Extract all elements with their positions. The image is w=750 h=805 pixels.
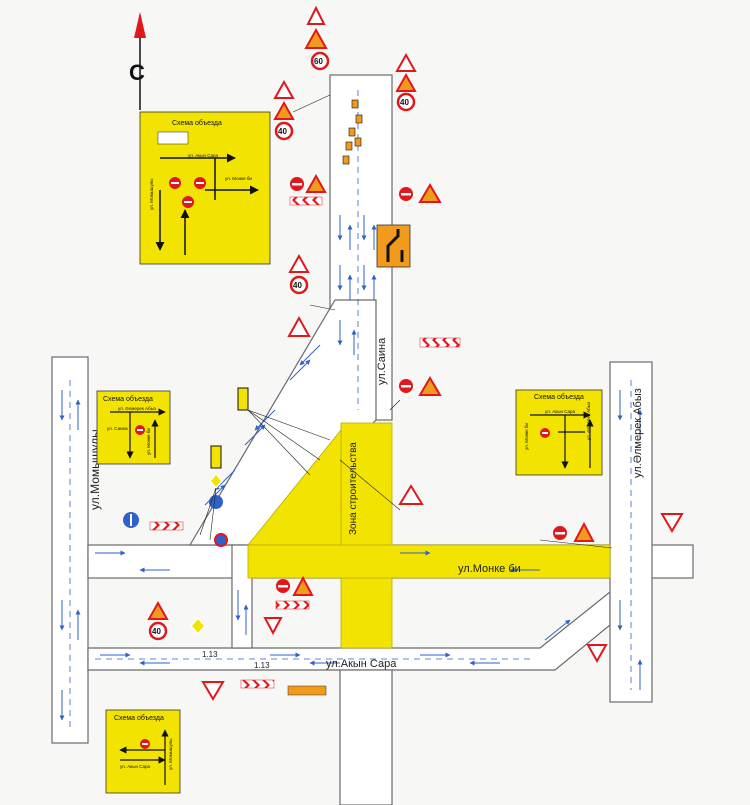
lane-markings	[69, 90, 632, 730]
speed-limit-sign-icon: 40	[274, 121, 294, 141]
inset-street: ул. Акын Сара	[120, 764, 151, 769]
speed-limit-sign-icon: 40	[148, 621, 168, 641]
roadwork-sign-icon	[147, 600, 169, 620]
roadwork-sign-icon	[395, 52, 417, 92]
no-entry-sign-icon	[399, 187, 413, 201]
no-entry-sign-icon	[553, 526, 567, 540]
north-arrow: С	[129, 12, 146, 110]
north-arrow-icon	[134, 12, 146, 38]
inset-title: Схема объезда	[114, 714, 164, 722]
roadwork-sign-icon	[304, 5, 328, 49]
no-entry-sign-icon	[290, 177, 304, 191]
speed-limit-value: 60	[314, 57, 323, 66]
traffic-arrows	[59, 215, 643, 721]
street-label-elmerek-abyz: ул.Әлмерек Абыз	[632, 388, 644, 478]
inset-title: Схема объезда	[172, 119, 222, 127]
barrier-post-icon	[210, 445, 222, 469]
road-lower-central	[231, 544, 253, 649]
inset-street: ул. Монке би	[524, 423, 529, 450]
marking-label: 1.13	[254, 661, 270, 670]
chevron-board-icon	[419, 337, 461, 348]
chevron-board-icon	[240, 679, 275, 689]
curve-sign-icon	[287, 315, 311, 337]
speed-limit-sign-icon: 60	[310, 51, 330, 71]
no-entry-sign-icon	[276, 579, 290, 593]
barrier-post-icon	[237, 387, 249, 411]
speed-limit-value: 40	[293, 281, 302, 290]
inset-street: ул. Акын Сара	[545, 409, 576, 414]
priority-road-sign-icon	[209, 472, 223, 490]
street-label-monke-bi: ул.Монке би	[458, 563, 521, 575]
speed-limit-value: 40	[278, 127, 287, 136]
roadwork-sign-icon	[573, 521, 595, 542]
inset-street: ул. Монке би	[146, 428, 151, 455]
no-parking-sign-icon	[214, 533, 228, 547]
inset-street: ул. Әлмерек Абыз	[118, 406, 156, 411]
street-label-saina: ул.Саина	[376, 337, 388, 385]
roadwork-sign-icon	[305, 173, 327, 193]
construction-zone	[247, 422, 611, 649]
detour-scheme-right: Схема объезда ул. Акын Сара ул. Әлмерек …	[515, 389, 603, 476]
speed-limit-sign-icon: 40	[396, 92, 416, 112]
roadwork-sign-icon	[273, 79, 295, 120]
detour-scheme-mid-left: Схема объезда ул. Әлмерек Абыз ул. Саина…	[96, 390, 171, 465]
lane-shift-sign-icon	[376, 224, 411, 268]
road-network	[51, 74, 694, 805]
speed-limit-sign-icon: 40	[289, 275, 309, 295]
go-straight-sign-icon	[123, 512, 139, 528]
leader-lines	[199, 94, 613, 549]
inset-street: ул. Саина	[107, 426, 128, 431]
detour-scheme-bottom: Схема объезда ул. Акын Сара ул. Момышулы	[105, 709, 181, 794]
chevron-board-icon	[149, 521, 184, 531]
inset-street: ул. Монке би	[225, 176, 252, 181]
info-plate-icon	[287, 685, 327, 696]
barrier-cones	[342, 99, 363, 165]
speed-limit-value: 40	[400, 98, 409, 107]
inset-street: ул. Момышулы	[149, 178, 154, 210]
chevron-board-icon	[289, 196, 323, 206]
inset-street: ул. Момышулы	[168, 738, 173, 770]
roadwork-sign-icon	[418, 376, 442, 396]
chevron-board-icon	[275, 600, 310, 610]
road-narrows-sign-icon	[288, 253, 310, 273]
inset-title: Схема объезда	[534, 393, 584, 401]
yield-sign-icon	[586, 644, 608, 664]
curve-sign-icon	[398, 484, 424, 505]
roadwork-sign-icon	[418, 183, 442, 203]
marking-label: 1.13	[202, 650, 218, 659]
compass-label: С	[129, 60, 145, 85]
speed-limit-value: 40	[152, 627, 161, 636]
inset-title: Схема объезда	[103, 395, 153, 403]
priority-road-sign-icon	[190, 616, 206, 636]
yield-sign-icon	[263, 617, 283, 636]
yield-sign-icon	[201, 681, 225, 701]
roadwork-sign-icon	[292, 575, 314, 596]
no-entry-sign-icon	[399, 379, 413, 393]
zone-label: Зона строительства	[348, 442, 359, 535]
inset-street: ул. Акын Сара	[188, 153, 219, 158]
detour-scheme-top-left: Схема объезда ул. Акын Сара ул. Момышулы…	[139, 111, 271, 265]
yield-sign-icon	[660, 513, 684, 533]
street-label-akyn-sara: ул.Акын Сара	[326, 658, 397, 670]
road-south	[339, 669, 393, 805]
